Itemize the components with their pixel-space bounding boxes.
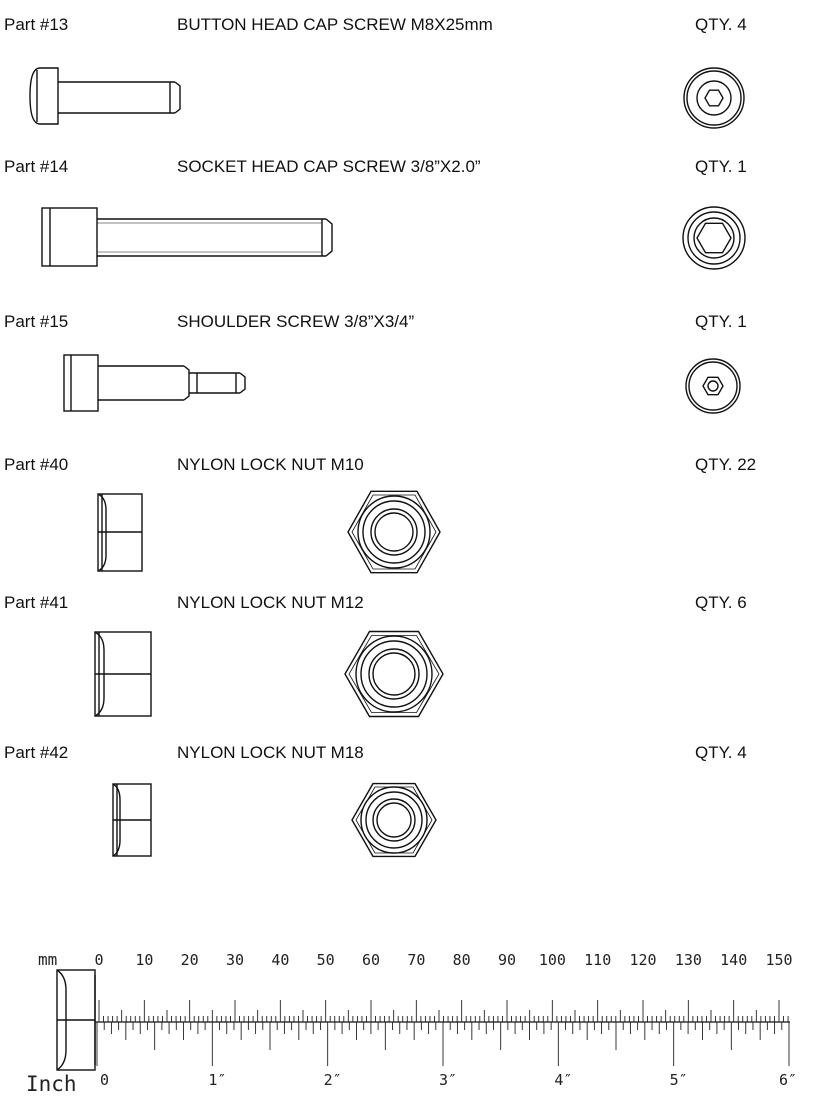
part-number-41: Part #41 — [4, 593, 69, 612]
part-description-13: BUTTON HEAD CAP SCREW M8X25mm — [177, 15, 493, 34]
inch-tick-label: 4″ — [554, 1071, 573, 1089]
mm-tick-label: 20 — [180, 951, 199, 969]
part-quantity-41: QTY. 6 — [695, 593, 747, 612]
mm-tick-label: 80 — [452, 951, 471, 969]
part-number-15: Part #15 — [4, 312, 69, 331]
mm-tick-label: 150 — [765, 951, 793, 969]
ruler-inch-label: Inch — [26, 1072, 77, 1096]
part-quantity-14: QTY. 1 — [695, 157, 747, 176]
button-head-screw-side-icon — [29, 67, 181, 125]
shoulder-screw-side-icon — [63, 354, 246, 412]
mm-tick-label: 110 — [584, 951, 612, 969]
part-quantity-15: QTY. 1 — [695, 312, 747, 331]
socket-head-screw-end-icon — [682, 206, 746, 270]
part-description-42: NYLON LOCK NUT M18 — [177, 743, 364, 762]
part-description-40: NYLON LOCK NUT M10 — [177, 455, 364, 474]
inch-tick-marks — [96, 1022, 790, 1066]
ruler-mm-label: mm — [38, 950, 58, 969]
mm-tick-label: 40 — [271, 951, 290, 969]
part-description-15: SHOULDER SCREW 3/8”X3/4” — [177, 312, 415, 331]
part-number-40: Part #40 — [4, 455, 69, 474]
part-number-14: Part #14 — [4, 157, 69, 176]
inch-tick-label: 0 — [100, 1071, 110, 1089]
ruler-bolt-head-icon — [56, 969, 96, 1071]
lock-nut-m10-front-icon — [347, 490, 441, 574]
mm-tick-label: 10 — [135, 951, 154, 969]
part-description-14: SOCKET HEAD CAP SCREW 3/8”X2.0” — [177, 157, 481, 176]
mm-tick-label: 130 — [674, 951, 702, 969]
part-description-41: NYLON LOCK NUT M12 — [177, 593, 364, 612]
mm-tick-label: 0 — [94, 951, 104, 969]
lock-nut-m18-side-icon — [112, 783, 152, 857]
button-head-screw-end-icon — [683, 67, 745, 129]
mm-tick-marks — [98, 1000, 789, 1022]
part-number-42: Part #42 — [4, 743, 69, 762]
inch-tick-label: 1″ — [208, 1071, 227, 1089]
lock-nut-m18-front-icon — [351, 782, 437, 858]
mm-tick-label: 100 — [538, 951, 566, 969]
inch-tick-label: 5″ — [669, 1071, 688, 1089]
inch-tick-label: 2″ — [323, 1071, 342, 1089]
mm-tick-label: 30 — [226, 951, 245, 969]
lock-nut-m12-side-icon — [94, 631, 152, 717]
mm-tick-label: 90 — [498, 951, 517, 969]
socket-head-screw-side-icon — [41, 207, 333, 267]
mm-tick-label: 140 — [720, 951, 748, 969]
lock-nut-m10-side-icon — [97, 493, 143, 572]
mm-tick-label: 60 — [362, 951, 381, 969]
inch-tick-label: 3″ — [439, 1071, 458, 1089]
part-quantity-42: QTY. 4 — [695, 743, 747, 762]
mm-tick-label: 70 — [407, 951, 426, 969]
shoulder-screw-end-icon — [685, 358, 741, 414]
mm-tick-label: 50 — [316, 951, 335, 969]
part-number-13: Part #13 — [4, 15, 69, 34]
mm-tick-label: 120 — [629, 951, 657, 969]
part-quantity-40: QTY. 22 — [695, 455, 757, 474]
part-quantity-13: QTY. 4 — [695, 15, 747, 34]
inch-tick-label: 6″ — [779, 1071, 798, 1089]
lock-nut-m12-front-icon — [344, 630, 444, 718]
